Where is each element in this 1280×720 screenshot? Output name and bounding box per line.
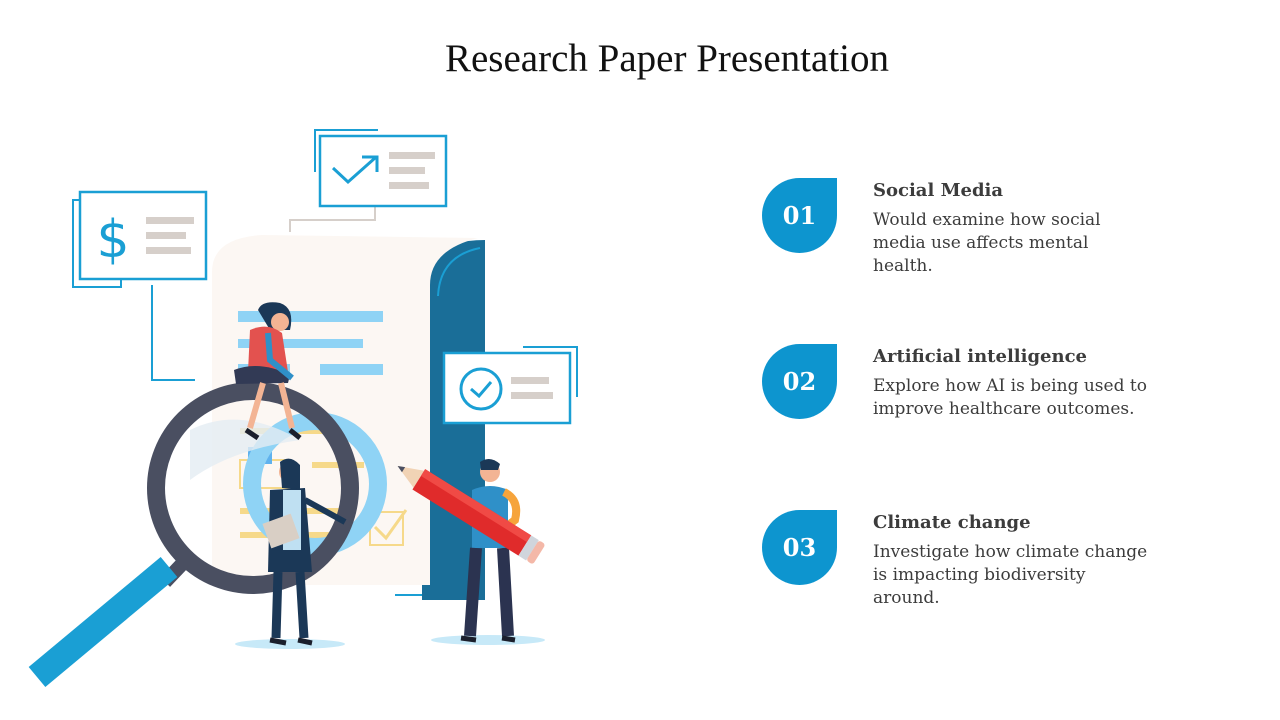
magnifying-glass-icon: [28, 382, 387, 687]
pencil-man-figure: [460, 458, 521, 643]
item-title: Social Media: [873, 180, 1004, 201]
clock-check-icon: [459, 367, 503, 411]
item-description: Would examine how social media use affec…: [873, 210, 1101, 276]
item-description: Investigate how climate change is impact…: [873, 542, 1148, 608]
slide-title: Research Paper Presentation: [444, 37, 889, 80]
pencil-icon: [397, 466, 545, 564]
trend-card: [314, 129, 448, 208]
item-description: Explore how AI is being used to improve …: [873, 376, 1147, 419]
list-item-1: 01 Social Media Would examine how social…: [762, 178, 1182, 298]
number-badge: 03: [762, 510, 837, 585]
trend-arrow-icon: [331, 155, 379, 185]
list-item-2: 02 Artificial intelligence Explore how A…: [762, 344, 1182, 464]
dollar-card: $: [72, 190, 208, 288]
number-badge: 02: [762, 344, 837, 419]
list-item-3: 03 Climate change Investigate how climat…: [762, 510, 1182, 630]
research-illustration: $: [28, 129, 578, 687]
sitting-woman-figure: [234, 302, 302, 441]
item-title: Climate change: [873, 512, 1031, 533]
item-title: Artificial intelligence: [873, 346, 1087, 367]
standing-woman-figure: [262, 458, 347, 646]
number-badge: 01: [762, 178, 837, 253]
clock-card: [442, 346, 578, 425]
dollar-sign-icon: $: [96, 210, 129, 270]
